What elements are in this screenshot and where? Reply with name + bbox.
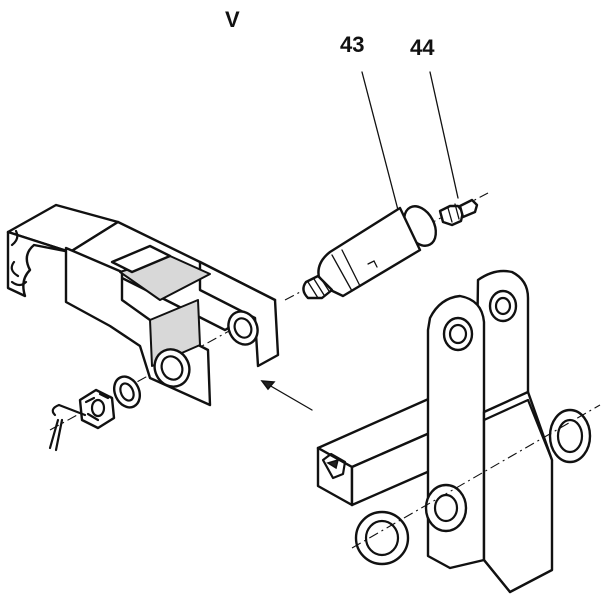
washer-left: [112, 375, 142, 409]
callout-number-44: 44: [410, 35, 435, 60]
washer-right: [548, 408, 592, 464]
clevis-arm: [6, 203, 280, 407]
callout-number-43: 43: [340, 32, 364, 57]
assembly-arrow: [260, 380, 313, 411]
castle-nut: [78, 388, 116, 430]
mounting-bracket: [424, 269, 554, 594]
section-label: V: [225, 7, 240, 32]
pin-43: [302, 205, 438, 300]
washer-lower: [354, 510, 410, 566]
clevis-axis-centerline: [49, 324, 241, 431]
bracket-axis-centerline: [351, 404, 601, 549]
grease-nipple-44: [438, 198, 479, 227]
cotter-pin: [48, 403, 87, 452]
leader-line-43: [361, 71, 399, 211]
leader-line-44: [429, 71, 459, 199]
